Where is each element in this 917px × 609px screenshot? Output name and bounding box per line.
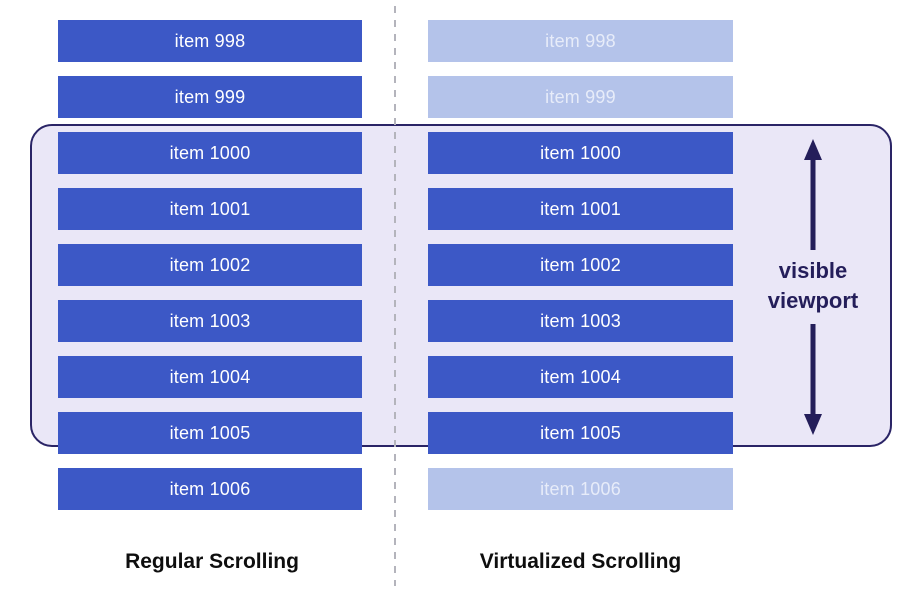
- list-item: item 999: [58, 76, 362, 118]
- regular-scrolling-list: item 998 item 999 item 1000 item 1001 item 1…: [58, 20, 362, 510]
- list-item: item 1001: [58, 188, 362, 230]
- column-divider-line: [394, 6, 396, 586]
- list-item: item 1001: [428, 188, 733, 230]
- viewport-label-line1: visible: [778, 258, 848, 283]
- list-item: item 1000: [428, 132, 733, 174]
- list-item: item 1003: [58, 300, 362, 342]
- viewport-label-line2: viewport: [767, 288, 859, 313]
- list-item: item 999: [428, 76, 733, 118]
- regular-scrolling-label: Regular Scrolling: [125, 550, 299, 573]
- list-item: item 1002: [58, 244, 362, 286]
- list-item: item 998: [428, 20, 733, 62]
- list-item: item 1004: [58, 356, 362, 398]
- virtualized-scrolling-list: item 998 item 999 item 1000 item 1001 item 1…: [428, 20, 733, 510]
- list-item: item 1005: [428, 412, 733, 454]
- list-item: item 1006: [58, 468, 362, 510]
- list-item: item 1004: [428, 356, 733, 398]
- list-item: item 998: [58, 20, 362, 62]
- list-item: item 1000: [58, 132, 362, 174]
- list-item: item 1003: [428, 300, 733, 342]
- list-item: item 1005: [58, 412, 362, 454]
- viewport-label: visible viewport: [733, 256, 893, 316]
- viewport-extent-arrow-icon: [804, 139, 822, 435]
- virtualized-scrolling-label: Virtualized Scrolling: [479, 550, 682, 573]
- list-item: item 1002: [428, 244, 733, 286]
- list-item: item 1006: [428, 468, 733, 510]
